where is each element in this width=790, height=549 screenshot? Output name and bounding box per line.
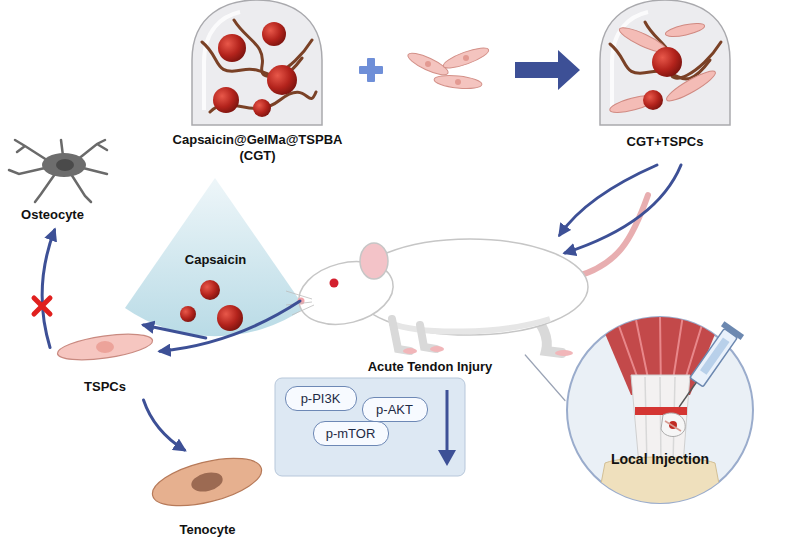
tendon-illustration [595, 310, 725, 515]
down-arrow [438, 390, 456, 466]
nucleus [189, 469, 224, 494]
cell-node: Tenocyte [150, 450, 265, 545]
node-label: Osteocyte [5, 207, 100, 223]
seeded-cells [608, 21, 718, 116]
nucleus [96, 341, 114, 353]
process-arrow [515, 50, 580, 90]
node-shape [300, 235, 565, 355]
rat-body [292, 239, 588, 353]
connector-arrow [42, 230, 54, 348]
pathway-panel [275, 378, 465, 476]
node-shape [565, 315, 755, 505]
loose-cells [406, 44, 491, 90]
tenocyte-cell [148, 449, 266, 515]
connector-arrow [565, 165, 681, 253]
node-label: TSPCs [50, 379, 160, 395]
node-label: Tenocyte [150, 522, 265, 538]
cell-node: Osteocyte [5, 140, 115, 230]
nucleus [56, 159, 74, 171]
stem-cell [56, 329, 154, 364]
whiskers [286, 291, 314, 315]
hydrogel-node: CGT+TSPCs [585, 0, 745, 165]
leader-line [525, 355, 565, 401]
capsaicin-sphere [643, 90, 663, 110]
capsaicin-sphere [267, 65, 297, 95]
node-label: Acute Tendon Injury [345, 359, 515, 375]
node-label: Capsaicin@GelMa@TSPBA (CGT) [170, 132, 345, 164]
pathway-pill: p-AKT [362, 397, 428, 422]
connector-arrow [144, 325, 206, 338]
capsaicin-sphere [262, 22, 286, 46]
capsaicin-sphere [200, 280, 220, 300]
node-label: Local Injection [565, 451, 755, 468]
pathway-pill: p-PI3K [285, 386, 357, 411]
capsaicin-sphere [180, 306, 196, 322]
capsaicin-sphere [253, 99, 271, 117]
hydrogel-node: Capsaicin@GelMa@TSPBA (CGT) [170, 0, 345, 165]
connector-arrow [560, 165, 657, 235]
hydrogel-dome [600, 0, 730, 125]
hydrogel-dome [192, 0, 322, 125]
rat-ear [360, 243, 388, 279]
node-label: CGT+TSPCs [585, 134, 745, 150]
capsaicin-sphere [218, 34, 246, 62]
rat-feet [403, 346, 573, 356]
highlight [612, 12, 648, 110]
block-cross [34, 298, 50, 314]
release-node: Capsaicin [118, 178, 313, 338]
pathway-pill: p-mTOR [313, 421, 389, 446]
capsaicin-sphere [213, 87, 239, 113]
node-label: p-mTOR [314, 426, 387, 442]
cell-node: TSPCs [50, 325, 160, 400]
animal-node: Acute Tendon Injury [300, 235, 565, 355]
zoom-node: Local Injection [565, 315, 755, 505]
polymer-fibers [202, 20, 316, 112]
injected-gel [661, 413, 685, 437]
osteocyte-body [42, 153, 86, 177]
node-label: p-PI3K [286, 391, 355, 407]
node-label: p-AKT [363, 402, 426, 418]
polymer-fibers [610, 22, 721, 79]
node-label: Capsaicin [118, 252, 313, 268]
osteocyte-cell [9, 140, 107, 202]
rat-eye [330, 279, 339, 288]
capsaicin-sphere [652, 47, 682, 77]
connector-arrow [144, 400, 185, 450]
syringe [669, 321, 744, 413]
capsaicin-sphere [217, 305, 243, 331]
connector-arrow [160, 301, 300, 351]
plus-sign [359, 58, 383, 82]
